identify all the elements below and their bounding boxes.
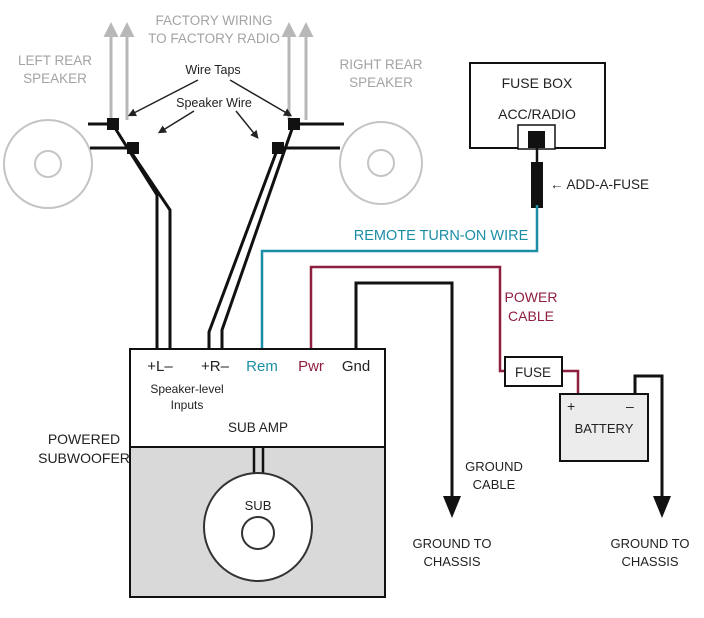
power-cable-label: POWER CABLE (504, 289, 558, 324)
power-cable-wire (309, 265, 505, 373)
battery-box (559, 393, 649, 462)
remote-turn-on-wire (260, 205, 539, 350)
add-a-fuse-icon (531, 162, 543, 208)
battery-plus-label: + (567, 398, 576, 414)
sub-amp-title: SUB AMP (227, 420, 289, 435)
fuse-box-title: FUSE BOX (501, 75, 573, 91)
ground-to-chassis-left-label: GROUND TO CHASSIS (412, 536, 492, 569)
factory-wiring-arrows (103, 22, 314, 120)
factory-wiring-label: FACTORY WIRING TO FACTORY RADIO (148, 13, 280, 47)
wire-taps-label: Wire Taps (185, 63, 241, 77)
sub-driver-icon (203, 472, 313, 582)
speaker-wires (88, 122, 344, 350)
sub-amp-box (129, 348, 386, 448)
terminal-ground: Gnd (341, 358, 371, 375)
speaker-level-inputs-label: Speaker-level Inputs (150, 382, 224, 413)
ground-to-chassis-right-label: GROUND TO CHASSIS (610, 536, 690, 569)
sub-driver-label: SUB (244, 498, 272, 513)
powered-subwoofer-label: POWERED SUBWOOFER (38, 431, 130, 466)
ground-arrow-left-icon (443, 496, 461, 518)
ground-cable-label: GROUND CABLE (465, 459, 523, 492)
terminal-right-input: +R– (201, 358, 229, 375)
left-speaker-dustcap-icon (34, 150, 62, 178)
add-a-fuse-label: ← ADD-A-FUSE (550, 177, 650, 192)
battery-label: BATTERY (574, 421, 634, 436)
terminal-power: Pwr (298, 358, 324, 375)
battery-minus-label: – (626, 398, 634, 414)
wire-tap-icons (107, 118, 300, 154)
inline-fuse-box (504, 356, 563, 387)
ground-cable-wire (354, 281, 454, 498)
fuse-slot-contact-icon (528, 131, 545, 148)
speaker-wire-label: Speaker Wire (176, 96, 252, 110)
battery-ground-wire (633, 374, 664, 498)
right-rear-speaker-label: RIGHT REAR SPEAKER (339, 57, 423, 91)
inline-fuse-label: FUSE (514, 365, 552, 380)
terminal-remote: Rem (246, 358, 278, 375)
left-rear-speaker-label: LEFT REAR SPEAKER (17, 53, 93, 87)
remote-turn-on-label: REMOTE TURN-ON WIRE (353, 228, 529, 244)
power-cable-fuse-to-battery (562, 369, 580, 395)
acc-radio-label: ACC/RADIO (498, 106, 576, 122)
ground-arrow-right-icon (653, 496, 671, 518)
terminal-left-input: +L– (147, 358, 173, 375)
sub-driver-dustcap-icon (241, 516, 275, 550)
right-speaker-dustcap-icon (367, 149, 395, 177)
label-pointer-arrows (127, 79, 293, 139)
